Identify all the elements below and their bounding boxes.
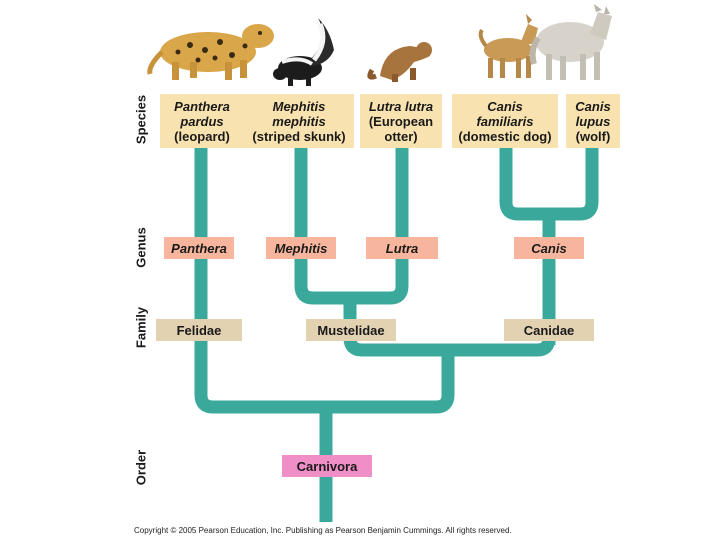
genus-box-panthera: Panthera: [164, 237, 234, 259]
family-box-mustelidae: Mustelidae: [306, 319, 396, 341]
species-scientific-name: Panthera pardus: [174, 99, 230, 129]
species-box-domestic-dog: Canis familiaris(domestic dog): [452, 94, 558, 148]
rank-label-family: Family: [134, 293, 149, 363]
branch-canis-merge: [506, 148, 592, 214]
family-box-canidae: Canidae: [504, 319, 594, 341]
order-box-carnivora: Carnivora: [282, 455, 372, 477]
european-otter-illustration: [370, 42, 432, 82]
domestic-dog-illustration: [481, 14, 538, 78]
genus-box-canis: Canis: [514, 237, 584, 259]
species-box-leopard: Panthera pardus(leopard): [160, 94, 244, 148]
rank-label-species: Species: [134, 85, 149, 155]
wolf-illustration: [533, 4, 612, 80]
species-box-european-otter: Lutra lutra(European otter): [360, 94, 442, 148]
rank-label-order: Order: [134, 433, 149, 503]
family-box-felidae: Felidae: [156, 319, 242, 341]
species-scientific-name: Canis lupus: [575, 99, 610, 129]
species-common-name: (wolf): [576, 129, 611, 144]
leopard-illustration: [150, 24, 274, 80]
species-scientific-name: Mephitis mephitis: [272, 99, 325, 129]
animal-illustrations: [0, 0, 720, 95]
striped-skunk-illustration: [273, 18, 334, 86]
branch-mustelidae-merge: [301, 148, 402, 298]
species-scientific-name: Canis familiaris: [476, 99, 533, 129]
copyright-notice: Copyright © 2005 Pearson Education, Inc.…: [134, 526, 512, 535]
branch-felidae: [201, 148, 448, 407]
genus-box-lutra: Lutra: [366, 237, 438, 259]
species-common-name: (leopard): [174, 129, 230, 144]
species-common-name: (striped skunk): [252, 129, 345, 144]
species-scientific-name: Lutra lutra: [369, 99, 433, 114]
species-box-striped-skunk: Mephitis mephitis(striped skunk): [244, 94, 354, 148]
genus-box-mephitis: Mephitis: [266, 237, 336, 259]
species-common-name: (European otter): [369, 114, 433, 144]
rank-label-genus: Genus: [134, 213, 149, 283]
species-box-wolf: Canis lupus(wolf): [566, 94, 620, 148]
species-common-name: (domestic dog): [458, 129, 551, 144]
